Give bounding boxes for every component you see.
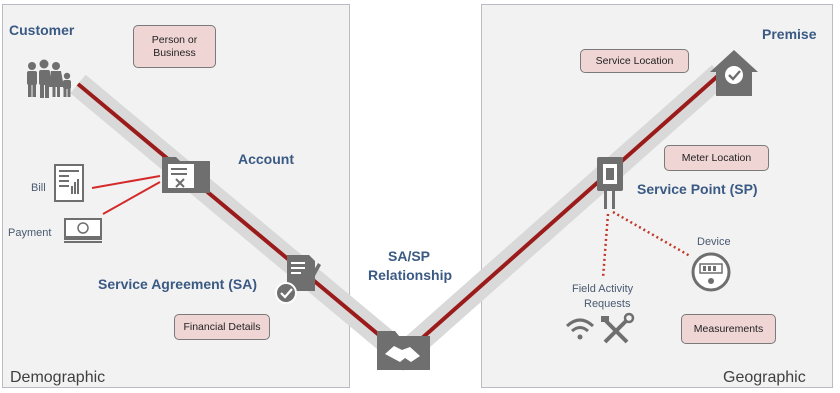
sa-sp-label-line2: Relationship bbox=[368, 267, 453, 283]
field-activity-connector bbox=[601, 213, 610, 279]
bill-connector bbox=[91, 175, 161, 189]
service-agreement-label: Service Agreement (SA) bbox=[98, 276, 257, 292]
service-point-label: Service Point (SP) bbox=[637, 181, 758, 197]
meter-location-callout: Meter Location bbox=[664, 145, 769, 171]
sa-sp-label-line1: SA/SP bbox=[388, 248, 431, 264]
bill-label: Bill bbox=[31, 182, 46, 194]
customer-label: Customer bbox=[9, 22, 75, 38]
field-activity-label-line1: Field Activity bbox=[572, 283, 634, 295]
person-or-business-text-line1: Person or bbox=[151, 33, 198, 46]
service-location-text: Service Location bbox=[595, 54, 674, 67]
person-or-business-text-line2: Business bbox=[153, 46, 196, 59]
geographic-label: Geographic bbox=[723, 369, 806, 386]
measurements-callout: Measurements bbox=[681, 314, 776, 344]
device-label: Device bbox=[697, 236, 731, 248]
financial-details-text: Financial Details bbox=[183, 320, 261, 333]
financial-details-callout: Financial Details bbox=[174, 314, 270, 340]
demographic-label: Demographic bbox=[10, 369, 106, 386]
premise-label: Premise bbox=[762, 26, 817, 42]
field-activity-label-line2: Requests bbox=[584, 298, 631, 310]
payment-connector bbox=[102, 181, 161, 215]
meter-location-text: Meter Location bbox=[681, 151, 752, 164]
payment-label: Payment bbox=[8, 227, 52, 239]
person-or-business-callout: Person or Business bbox=[133, 25, 216, 68]
measurements-text: Measurements bbox=[693, 322, 764, 335]
account-label: Account bbox=[238, 151, 294, 167]
service-location-callout: Service Location bbox=[580, 49, 689, 73]
